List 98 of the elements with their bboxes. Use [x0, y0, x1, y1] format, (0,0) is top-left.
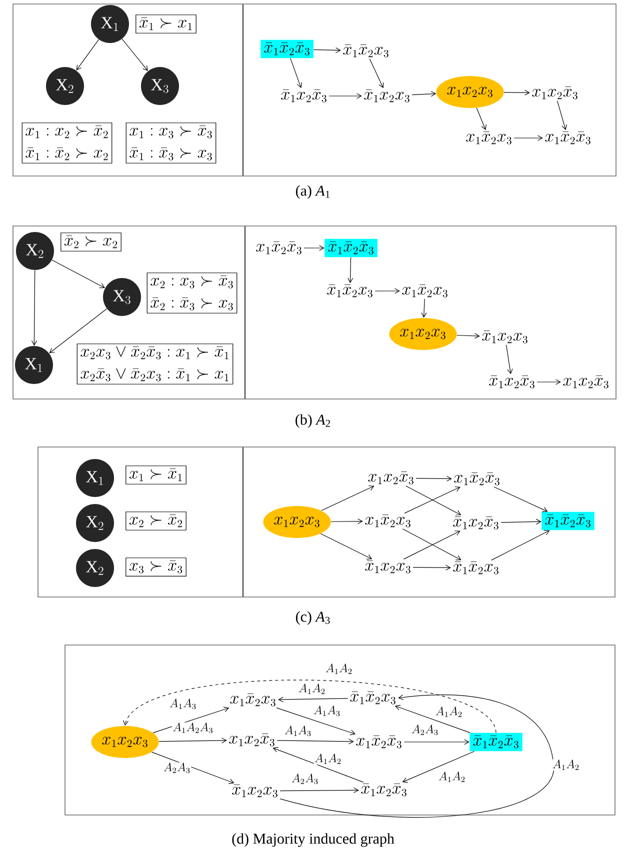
arrow — [49, 308, 108, 354]
state-label: $x_1x_2\bar{x}_3$ — [368, 472, 414, 484]
arrow — [412, 564, 451, 570]
state-label: $x_1\bar{x}_2x_3$ — [365, 514, 410, 528]
arrow — [536, 379, 561, 385]
arrow — [348, 257, 354, 284]
arrow — [313, 47, 341, 54]
state-label: $x_1\bar{x}_2x_3$ — [230, 694, 276, 706]
arrow — [504, 90, 530, 96]
arrow — [506, 344, 513, 374]
state-label: $\bar{x}_1x_2x_3$ — [482, 330, 528, 344]
state-label: $\bar{x}_1x_2x_3$ — [232, 784, 278, 798]
arrow — [394, 704, 470, 733]
edge-label: $A_1A_2$ — [438, 771, 466, 783]
state-label: $x_1x_2\bar{x}_3$ — [563, 376, 608, 388]
state-label: $\bar{x}_1\bar{x}_2x_3$ — [327, 284, 372, 298]
dashed-arrow — [123, 680, 496, 733]
edge-label: $A_1A_2$ — [324, 663, 354, 675]
edge-label: $A_1A_2A_3$ — [172, 722, 214, 734]
state-label: $\bar{x}_1x_2\bar{x}_3$ — [489, 376, 534, 388]
state-label: $\bar{x}_1\bar{x}_2x_3$ — [343, 44, 388, 58]
preference-box: $\bar{x}_1 \succ x_1$ — [136, 14, 196, 34]
state-label: $\bar{x}_1x_2\bar{x}_3$ — [453, 516, 498, 530]
arrow — [421, 298, 427, 318]
edge-label: $A_1A_2$ — [314, 753, 342, 765]
arrow — [272, 747, 364, 782]
arrow — [276, 738, 354, 744]
panel-frame — [64, 644, 616, 816]
state-label: $x_1x_2\bar{x}_3$ — [229, 734, 274, 746]
state-label: $\bar{x}_1x_2\bar{x}_3$ — [361, 784, 406, 796]
arrow — [280, 787, 359, 794]
arrow — [500, 518, 542, 524]
subfigure-caption: (a) A$_{1}$ — [296, 185, 330, 199]
arrow — [476, 108, 486, 130]
arrow — [404, 739, 470, 745]
arrow — [276, 708, 356, 736]
state-label: $x_1\bar{x}_2x_3$ — [402, 284, 448, 298]
arrow — [320, 533, 372, 560]
arrow — [416, 476, 452, 482]
panel-frame — [12, 4, 616, 176]
state-label: $x_1x_2\bar{x}_3$ — [532, 86, 578, 100]
preference-box: $x_1 : x_2 \succ \bar{x}_2$ $\bar{x}_1 : \bar{x}_2 \succ x_2$ — [22, 122, 112, 164]
arrow — [278, 696, 348, 702]
edge-label: $A_1A_3$ — [284, 725, 312, 737]
arrow — [412, 91, 436, 97]
subfigure-caption: (c) A$_{3}$ — [296, 611, 330, 625]
state-label: $x_1\bar{x}_2\bar{x}_3$ — [454, 472, 500, 486]
arrow — [491, 530, 550, 560]
edge-label: $A_1A_2$ — [434, 706, 464, 718]
panel-frame — [12, 226, 616, 400]
arrow — [330, 518, 363, 524]
arrow — [320, 485, 374, 511]
preference-box: $x_2 \succ \bar{x}_2$ — [126, 512, 186, 530]
arrow — [494, 486, 548, 512]
arrow — [374, 288, 400, 294]
arrow — [31, 270, 37, 346]
highlighted-state: $\bar{x}_1\bar{x}_2\bar{x}_3$ — [542, 512, 594, 530]
arrow — [556, 100, 568, 130]
state-label: $x_1\bar{x}_2\bar{x}_3$ — [545, 132, 590, 144]
highlighted-state: $\bar{x}_1\bar{x}_2\bar{x}_3$ — [260, 40, 314, 58]
subfigure-caption: (d) Majority induced graph — [232, 833, 394, 847]
preference-box: $x_2 : x_3 \succ \bar{x}_3$ $\bar{x}_2 : \bar{x}_3 \succ x_3$ — [146, 272, 238, 314]
arrow — [158, 738, 227, 744]
state-label: $\bar{x}_1x_2x_3$ — [364, 90, 410, 102]
panel-frame — [38, 446, 616, 598]
arrow — [456, 333, 480, 339]
edge-label: $A_1A_2$ — [552, 759, 580, 771]
arrow — [328, 93, 362, 99]
state-label: $x_1\bar{x}_2\bar{x}_3$ — [356, 736, 402, 748]
state-label: $x_1\bar{x}_2x_3$ — [466, 132, 512, 144]
arrow — [290, 58, 302, 88]
state-label: $\bar{x}_1\bar{x}_2x_3$ — [350, 692, 396, 704]
curved-arrow — [280, 694, 554, 818]
arrow — [369, 58, 384, 88]
highlighted-state: $\bar{x}_1\bar{x}_2\bar{x}_3$ — [324, 238, 378, 258]
edge-label: $A_1A_2$ — [298, 683, 326, 695]
preference-box: $x_1 : x_3 \succ \bar{x}_3$ $\bar{x}_1 : \bar{x}_3 \succ x_3$ — [126, 122, 216, 164]
highlighted-state: $\bar{x}_1\bar{x}_2\bar{x}_3$ — [470, 732, 522, 752]
arrow — [76, 39, 100, 70]
edge-label: $A_2A_3$ — [410, 724, 440, 736]
subfigure-caption: (b) A$_{2}$ — [296, 414, 330, 428]
arrow — [402, 751, 475, 783]
preference-box: $x_1 \succ \bar{x}_1$ — [126, 466, 186, 484]
state-label: $\bar{x}_1x_2x_3$ — [365, 560, 410, 574]
arrow — [514, 135, 543, 141]
preference-box: $\bar{x}_2 \succ x_2$ — [60, 232, 122, 252]
state-label: $\bar{x}_1\bar{x}_2x_3$ — [453, 562, 498, 574]
edge-label: $A_2A_3$ — [290, 773, 320, 785]
preference-box: $x_3 \succ \bar{x}_3$ — [126, 558, 186, 576]
arrow — [304, 245, 324, 251]
edge-label: $A_1A_3$ — [168, 698, 198, 710]
arrow — [122, 38, 148, 72]
state-label: $\bar{x}_1x_2\bar{x}_3$ — [281, 90, 326, 102]
edge-label: $A_1A_3$ — [312, 705, 342, 717]
arrow — [52, 260, 106, 288]
preference-box: $x_2x_3 \vee \bar{x}_2\bar{x}_3 : x_1 \succ \bar{x}_1$ $x_2\bar{x}_3 \vee \bar{x}_2x_3 : \bar{x}_1 \succ x_1$ — [76, 344, 234, 384]
state-label: $x_1\bar{x}_2\bar{x}_3$ — [256, 242, 302, 254]
edge-label: $A_2A_3$ — [162, 762, 192, 774]
